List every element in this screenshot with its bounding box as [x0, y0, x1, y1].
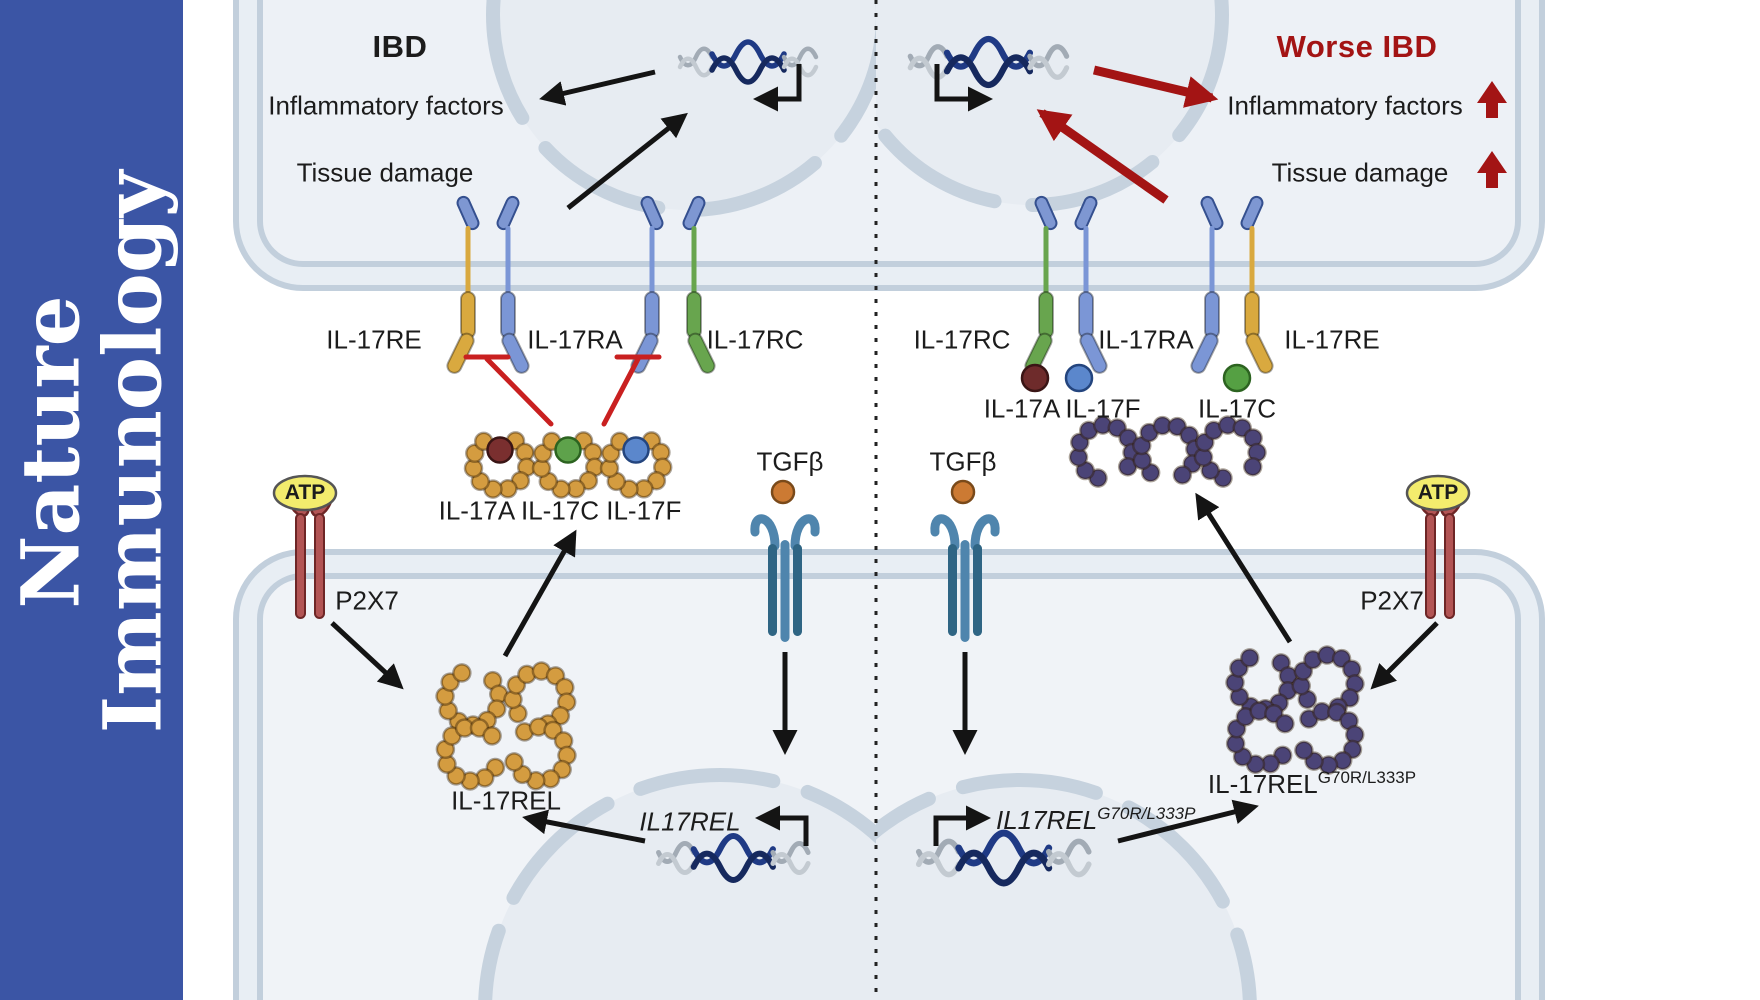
dna-top-left	[680, 42, 816, 112]
tgfb-ball	[770, 479, 796, 505]
il17f-ball	[1064, 363, 1094, 393]
up-arrows	[1477, 81, 1507, 188]
arrows-left	[330, 69, 798, 844]
atp-p2x7-left	[272, 474, 339, 620]
cytokine-trio-left	[463, 431, 673, 499]
dna-top-right	[910, 39, 1066, 112]
il17a-ball	[486, 436, 514, 464]
il17a-ball	[1020, 363, 1050, 393]
atp-molecule	[272, 474, 338, 512]
mutant-il17rel-trio	[1058, 406, 1275, 495]
tgfb-receptor-right	[935, 479, 995, 642]
dna-bottom-left	[659, 805, 809, 880]
nucleus-bottom-right	[876, 773, 1257, 1000]
tgfb-ball	[950, 479, 976, 505]
nucleus-top-right	[876, 0, 1229, 212]
tgfb-receptor-left	[755, 479, 815, 642]
nucleus-top-left	[486, 0, 876, 217]
atp-p2x7-right	[1405, 474, 1471, 620]
dna-bottom-right	[919, 805, 1089, 883]
inhibition-tbars	[463, 354, 662, 427]
il17c-ball	[1222, 363, 1252, 393]
free-cytokines-right	[1020, 363, 1252, 393]
il17c-ball	[554, 436, 582, 464]
inflammatory-up-arrow	[1477, 81, 1507, 118]
tissue-up-arrow	[1477, 151, 1507, 188]
atp-molecule	[1405, 474, 1471, 512]
il17f-ball	[622, 436, 650, 464]
arrows-right	[952, 65, 1439, 844]
